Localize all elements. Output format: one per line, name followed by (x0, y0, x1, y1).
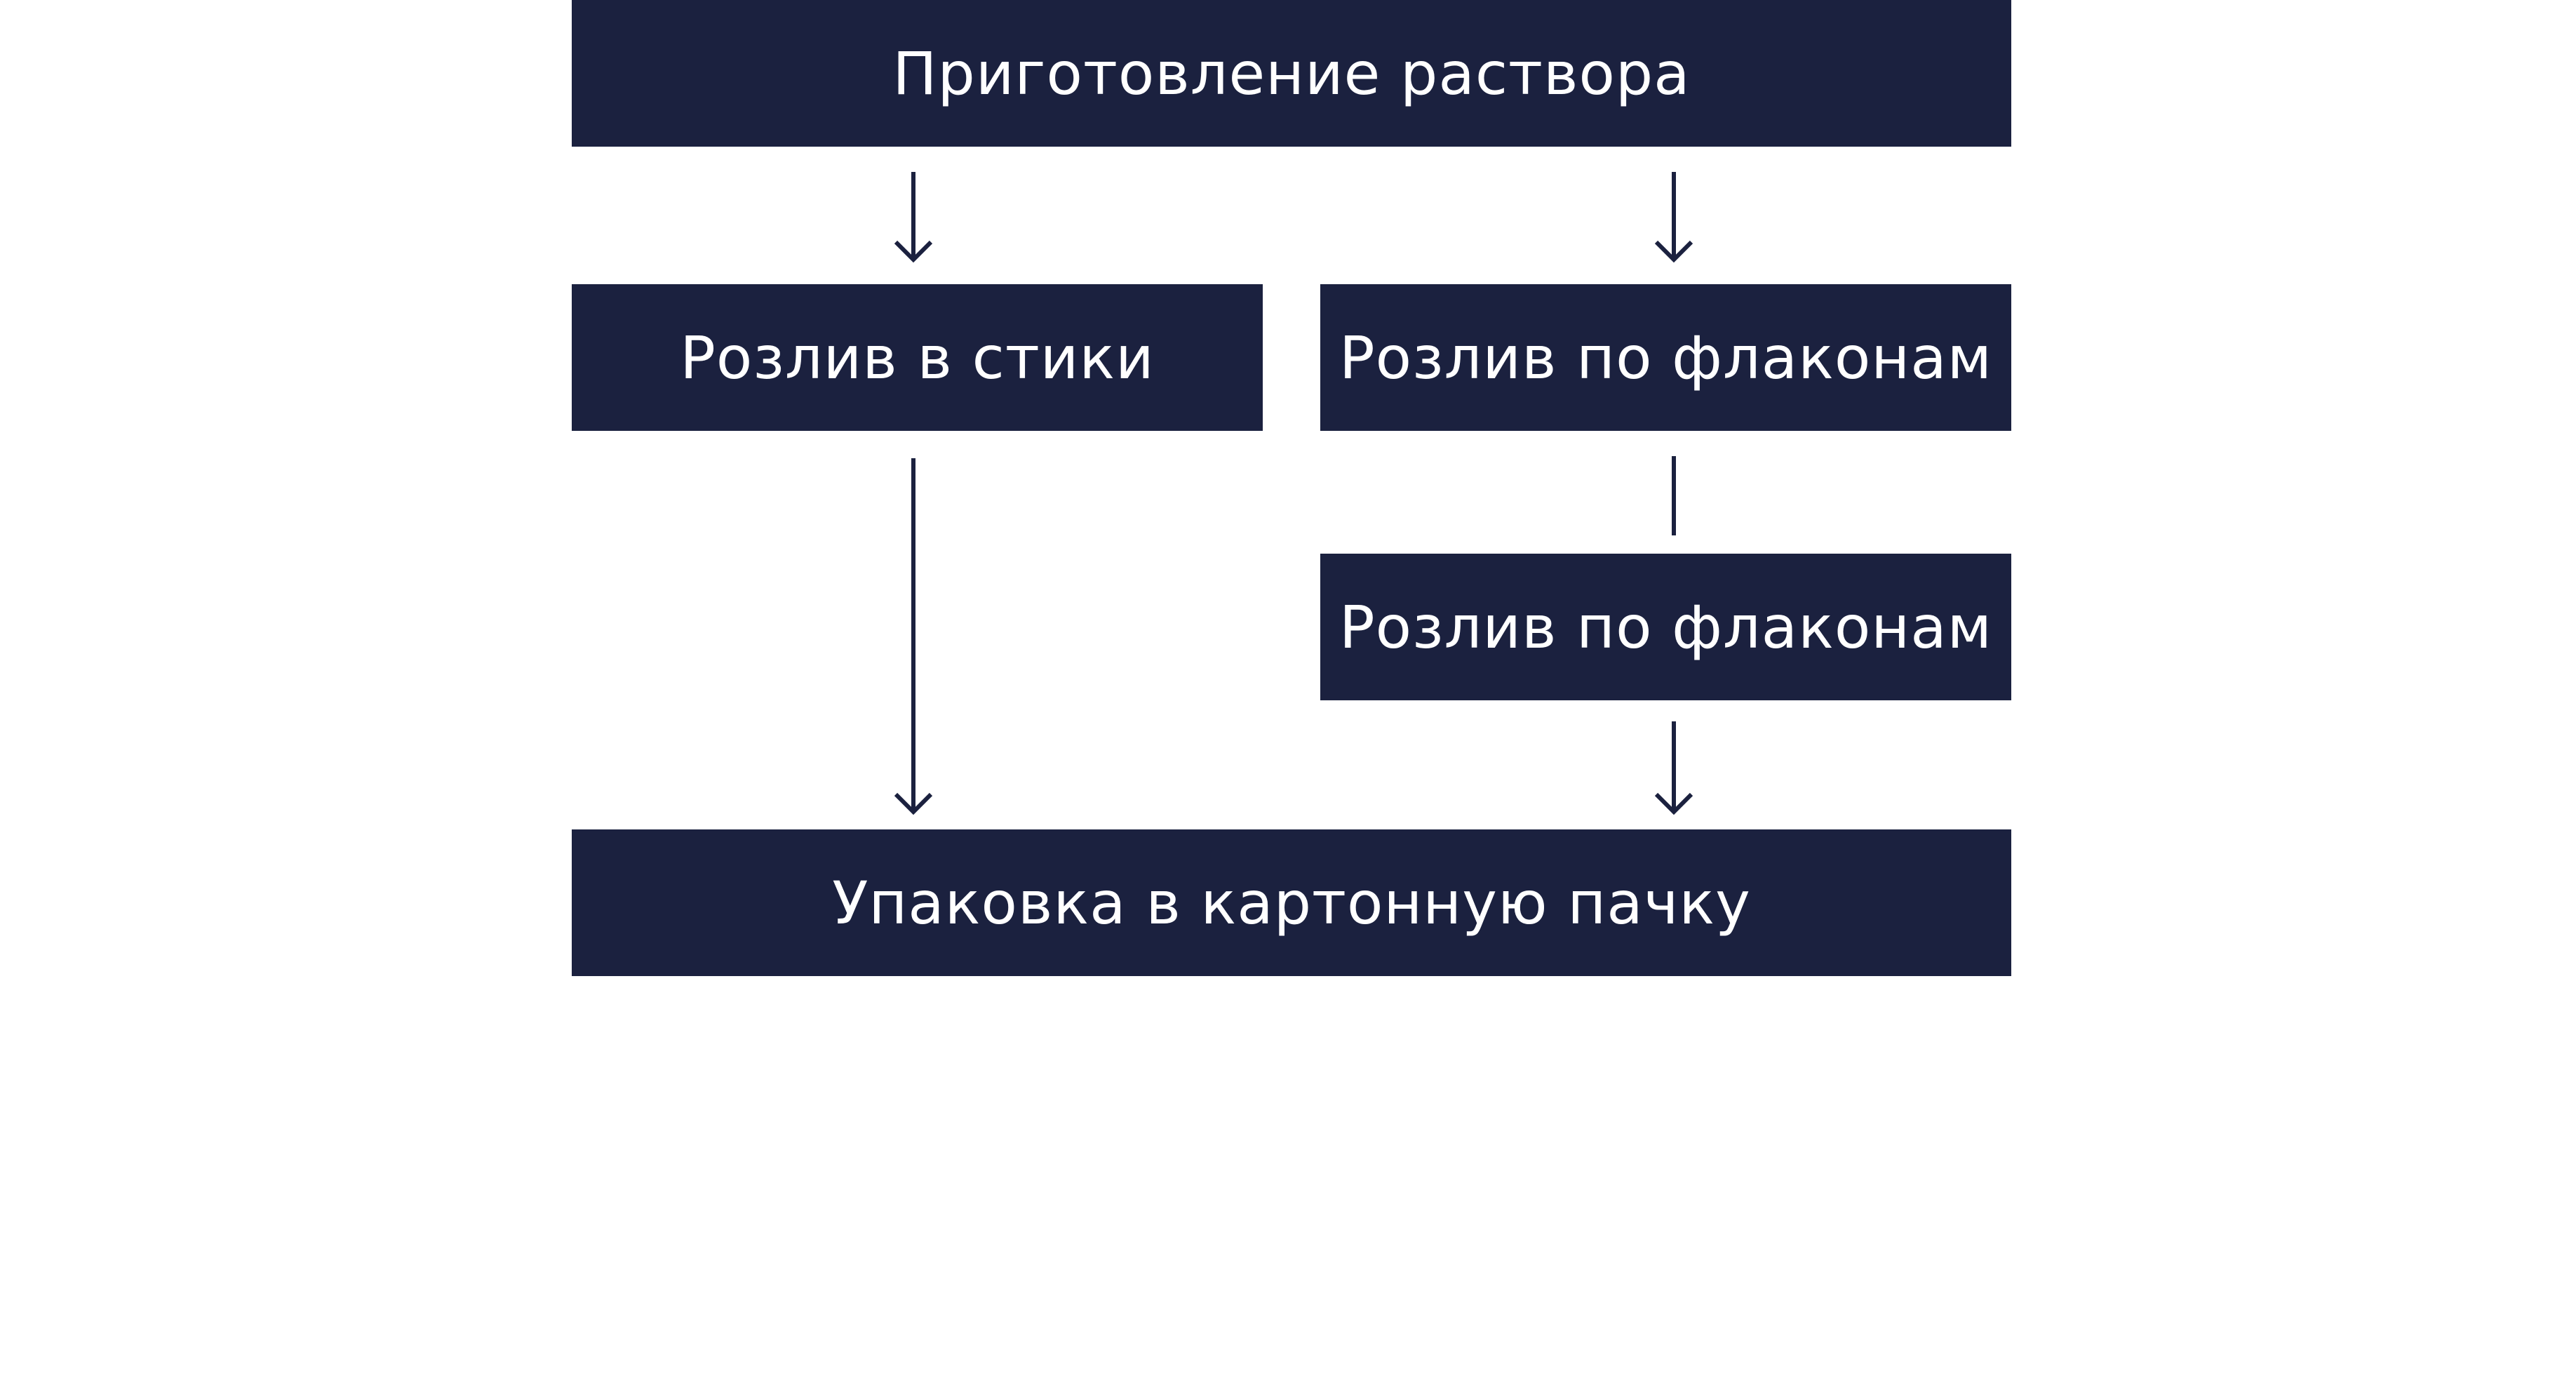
node-fill-vials-second-label: Розлив по флаконам (1339, 592, 1993, 662)
node-fill-vials-first-label: Розлив по флаконам (1339, 323, 1993, 392)
edge-sticks-to-pack (894, 458, 933, 815)
node-carton-packaging: Упаковка в картонную пачку (572, 829, 2011, 976)
arrowhead-down-icon (894, 240, 933, 263)
edge-prep-to-sticks (894, 172, 933, 263)
node-carton-packaging-label: Упаковка в картонную пачку (832, 868, 1751, 937)
node-fill-sticks-label: Розлив в стики (680, 323, 1155, 392)
node-solution-preparation: Приготовление раствора (572, 0, 2011, 147)
node-fill-sticks: Розлив в стики (572, 284, 1263, 431)
edge-vials-to-pack (1654, 721, 1693, 815)
edge-prep-to-vials (1654, 172, 1693, 263)
node-fill-vials-second: Розлив по флаконам (1320, 554, 2011, 700)
arrowhead-down-icon (894, 792, 933, 815)
arrowhead-down-icon (1654, 792, 1693, 815)
node-fill-vials-first: Розлив по флаконам (1320, 284, 2011, 431)
arrowhead-down-icon (1654, 240, 1693, 263)
node-solution-preparation-label: Приготовление раствора (892, 39, 1691, 108)
